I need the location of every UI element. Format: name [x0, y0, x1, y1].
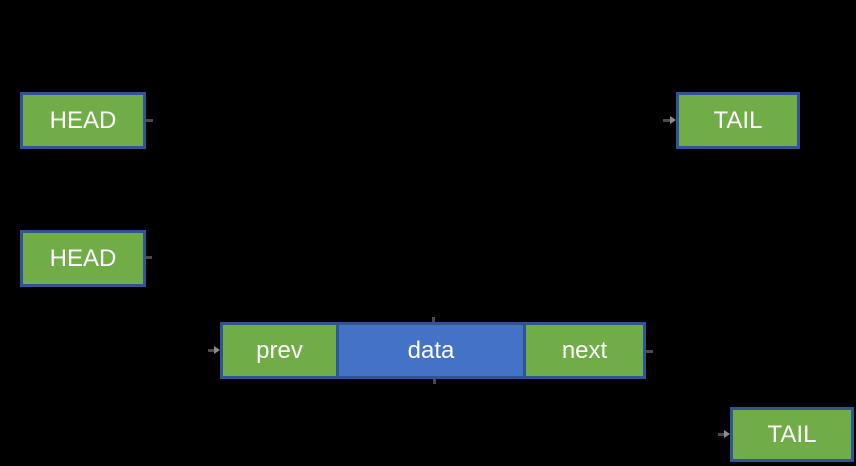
arrowhead-icon — [670, 116, 676, 124]
node-head-middle: HEAD — [20, 230, 146, 287]
connector-stub-head-mid-out — [146, 256, 152, 259]
arrowhead-icon — [214, 346, 220, 354]
node-prev-pointer: prev — [220, 322, 339, 379]
node-tail-bottom: TAIL — [730, 407, 854, 462]
connector-stub-data-top — [432, 317, 435, 323]
node-label: data — [407, 336, 455, 364]
node-head-top: HEAD — [20, 92, 146, 149]
node-label: TAIL — [713, 106, 763, 134]
connector-stub-prev-in — [208, 349, 215, 352]
connector-stub-next-out — [646, 350, 653, 353]
connector-stub-head-top-out — [146, 119, 153, 122]
node-label: next — [561, 336, 608, 364]
connector-stub-tail-top-in — [663, 119, 671, 122]
node-tail-top: TAIL — [676, 92, 800, 149]
node-next-pointer: next — [523, 322, 646, 379]
node-label: HEAD — [49, 244, 117, 272]
node-label: TAIL — [767, 420, 817, 448]
arrowhead-icon — [724, 430, 730, 438]
connector-stub-tail-bottom-in — [718, 433, 725, 436]
connector-stub-data-bottom — [433, 378, 436, 384]
node-label: HEAD — [49, 106, 117, 134]
node-label: prev — [256, 336, 303, 364]
node-data-field: data — [336, 322, 526, 379]
